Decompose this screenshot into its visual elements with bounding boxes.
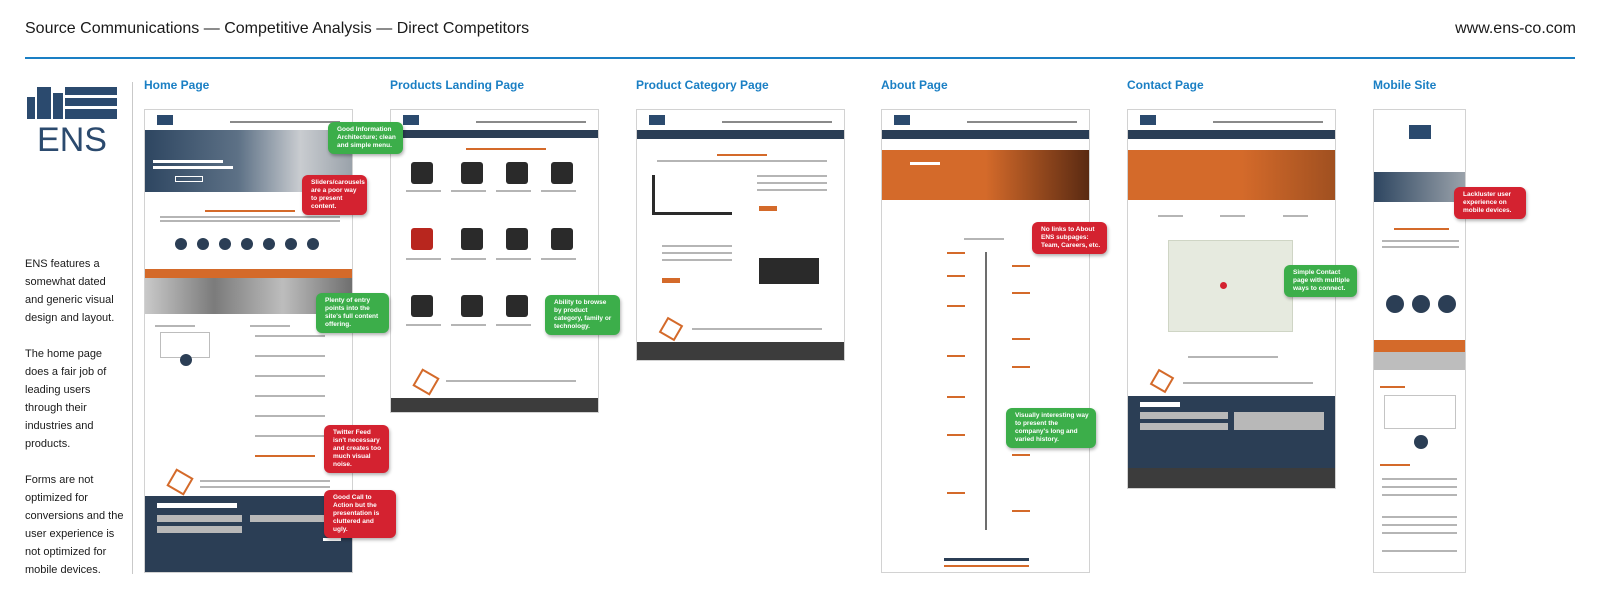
callout-home-ia: Good Information Architecture; clean and… <box>328 122 403 154</box>
callout-about-history: Visually interesting way to present the … <box>1006 408 1096 448</box>
mobile-site-screenshot <box>1373 109 1466 573</box>
product-category-screenshot <box>636 109 845 361</box>
callout-home-entry-points: Plenty of entry points into the site's f… <box>316 293 389 333</box>
note-home-page: The home page does a fair job of leading… <box>25 348 107 450</box>
site-url: www.ens-co.com <box>1455 20 1576 37</box>
callout-about-subpages: No links to About ENS subpages: Team, Ca… <box>1032 222 1107 254</box>
callout-contact-connect: Simple Contact page with multiple ways t… <box>1284 265 1357 297</box>
header-divider <box>25 57 1575 59</box>
callout-home-twitter: Twitter Feed isn't necessary and creates… <box>324 425 389 473</box>
callout-home-slider: Sliders/carousels are a poor way to pres… <box>302 175 367 215</box>
callout-products-browse: Ability to browse by product category, f… <box>545 295 620 335</box>
column-divider <box>132 82 133 574</box>
products-landing-screenshot <box>390 109 599 413</box>
callout-mobile-ux: Lackluster user experience on mobile dev… <box>1454 187 1526 219</box>
callout-home-cta: Good Call to Action but the presentation… <box>324 490 396 538</box>
column-title-about: About Page <box>881 78 948 92</box>
column-title-home: Home Page <box>144 78 210 92</box>
page-title: Source Communications — Competitive Anal… <box>25 20 530 37</box>
note-forms: Forms are not optimized for conversions … <box>25 474 124 576</box>
column-title-contact: Contact Page <box>1127 78 1204 92</box>
logo-text: ENS <box>37 121 107 155</box>
column-title-category: Product Category Page <box>636 78 769 92</box>
ens-logo: ENS <box>27 87 117 155</box>
column-title-products: Products Landing Page <box>390 78 525 92</box>
about-page-screenshot <box>881 109 1090 573</box>
column-title-mobile: Mobile Site <box>1373 78 1437 92</box>
analysis-notes: ENS features a somewhat dated and generi… <box>25 255 125 597</box>
note-design: ENS features a somewhat dated and generi… <box>25 258 115 324</box>
contact-page-screenshot <box>1127 109 1336 489</box>
